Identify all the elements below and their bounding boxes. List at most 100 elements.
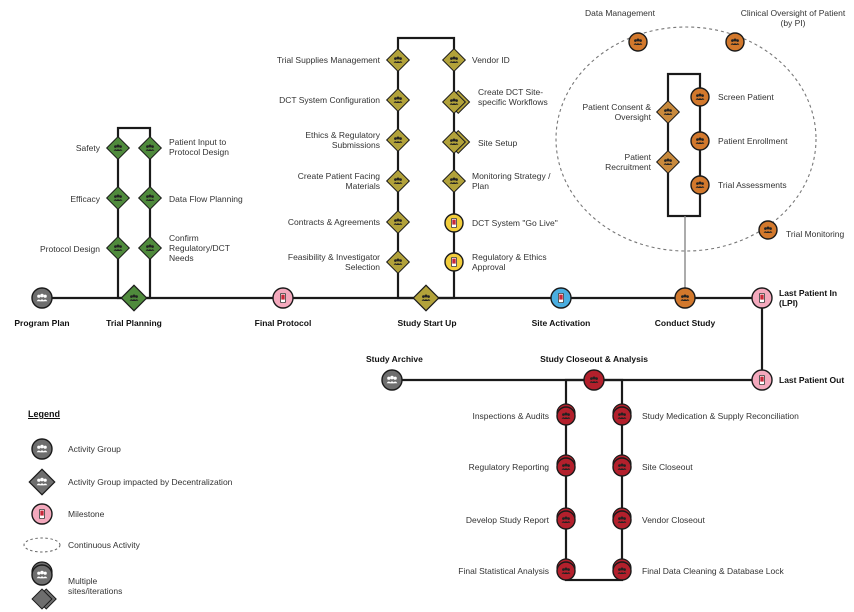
legend-icons — [23, 438, 61, 610]
milestone-icon — [444, 252, 464, 272]
people-icon — [690, 131, 710, 151]
milestone-label: Last Patient In (LPI) — [779, 288, 838, 308]
activity-label: Final Statistical Analysis — [458, 566, 549, 576]
legend-label: Multiple sites/iterations — [68, 576, 123, 596]
diamond-icon — [137, 185, 163, 211]
diamond-icon — [385, 47, 411, 73]
activity-label: Trial Assessments — [718, 180, 787, 190]
milestone-label: Conduct Study — [654, 318, 716, 328]
diamond-icon — [441, 47, 467, 73]
people-icon — [690, 87, 710, 107]
dashed-ellipse-icon — [23, 537, 61, 553]
continuous-activity-ellipse — [555, 26, 817, 252]
legend-label: Activity Group — [68, 444, 121, 454]
activity-label: DCT System Configuration — [279, 95, 380, 105]
activity-label: Data Management — [585, 8, 655, 18]
activity-label: Regulatory Reporting — [468, 462, 549, 472]
site-activation-icon — [550, 287, 572, 309]
milestone-label: Study Closeout & Analysis — [540, 354, 648, 364]
activity-label: Patient Enrollment — [718, 136, 788, 146]
activity-label: Data Flow Planning — [169, 194, 243, 204]
diamond-icon — [137, 235, 163, 261]
activity-label: Efficacy — [70, 194, 100, 204]
activity-label: Vendor ID — [472, 55, 510, 65]
diamond-icon — [385, 127, 411, 153]
study-archive-icon — [381, 369, 403, 391]
people-icon — [556, 507, 576, 530]
milestone-label: Site Activation — [531, 318, 591, 328]
people-icon — [612, 454, 632, 477]
milestone-label: Last Patient Out — [779, 375, 845, 385]
people-icon — [612, 558, 632, 581]
activity-label: Clinical Oversight of Patient (by PI) — [740, 8, 846, 28]
activity-label: Regulatory & Ethics Approval — [472, 252, 547, 272]
diamond-icon — [137, 135, 163, 161]
conduct-study-icon — [674, 287, 696, 309]
activity-label: Patient Consent & Oversight — [582, 102, 651, 122]
activity-label: Trial Supplies Management — [276, 55, 380, 65]
connector-lines — [42, 36, 764, 582]
activity-label: Safety — [75, 143, 100, 153]
trial-planning-icon — [120, 284, 148, 312]
people-icon — [758, 220, 778, 240]
study-closeout-icon — [583, 369, 605, 391]
closeout-nodes — [556, 403, 632, 581]
activity-label: Patient Input to Protocol Design — [169, 137, 230, 157]
activity-label: Final Data Cleaning & Database Lock — [642, 566, 784, 576]
people-icon — [612, 507, 632, 530]
diamond-icon — [105, 135, 131, 161]
main-line-nodes — [31, 284, 773, 391]
legend-label: Milestone — [68, 509, 105, 519]
diamond-icon — [105, 185, 131, 211]
milestone-icon — [444, 213, 464, 233]
last-patient-out-icon — [751, 369, 773, 391]
phone-milestone-icon — [31, 503, 53, 525]
activity-label: Patient Recruitment — [605, 152, 651, 172]
start-up-diamonds — [385, 47, 471, 275]
activity-label: Inspections & Audits — [472, 411, 549, 421]
legend-title: Legend — [28, 409, 61, 419]
diamond-people-icon — [28, 468, 56, 496]
milestone-label: Program Plan — [14, 318, 70, 328]
conduct-study-nodes — [628, 32, 778, 240]
people-icon — [612, 403, 632, 426]
diamond-icon — [385, 168, 411, 194]
activity-label: Ethics & Regulatory Submissions — [305, 130, 380, 150]
milestone-label: Study Start Up — [397, 318, 457, 328]
activity-label: Protocol Design — [39, 244, 100, 254]
diamond-icon — [385, 249, 411, 275]
diamond-icon — [105, 235, 131, 261]
stacked-people-icon — [31, 561, 53, 586]
activity-label: Study Medication & Supply Reconciliation — [642, 411, 799, 421]
activity-label: Feasibility & Investigator Selection — [287, 252, 380, 272]
milestone-label: Study Archive — [366, 354, 423, 364]
final-protocol-icon — [272, 287, 294, 309]
program-plan-icon — [31, 287, 53, 309]
trial-planning-diamonds — [105, 135, 163, 261]
diamond-icon — [655, 99, 681, 125]
people-icon — [556, 403, 576, 426]
activity-label: Site Setup — [478, 138, 518, 148]
activity-label: Contracts & Agreements — [287, 217, 380, 227]
legend-label: Continuous Activity — [68, 540, 140, 550]
people-icon — [690, 175, 710, 195]
stacked-diamond-icon — [441, 129, 471, 155]
activity-label: Create DCT Site-specific Workflows — [478, 87, 548, 107]
people-icon — [556, 454, 576, 477]
diamond-icon — [385, 209, 411, 235]
diamond-icon — [441, 168, 467, 194]
activity-label: Site Closeout — [642, 462, 693, 472]
activity-label: Vendor Closeout — [642, 515, 705, 525]
legend-label: Activity Group impacted by Decentralizat… — [68, 477, 233, 487]
people-icon — [628, 32, 648, 52]
activity-label: Screen Patient — [718, 92, 774, 102]
people-icon — [556, 558, 576, 581]
people-icon — [31, 438, 53, 460]
activity-label: Create Patient Facing Materials — [297, 171, 380, 191]
activity-label: Monitoring Strategy / Plan — [472, 171, 551, 191]
study-start-up-icon — [412, 284, 440, 312]
activity-label: DCT System "Go Live" — [472, 218, 558, 228]
activity-label: Develop Study Report — [465, 515, 549, 525]
milestone-label: Trial Planning — [106, 318, 162, 328]
stacked-diamond-icon — [441, 89, 471, 115]
